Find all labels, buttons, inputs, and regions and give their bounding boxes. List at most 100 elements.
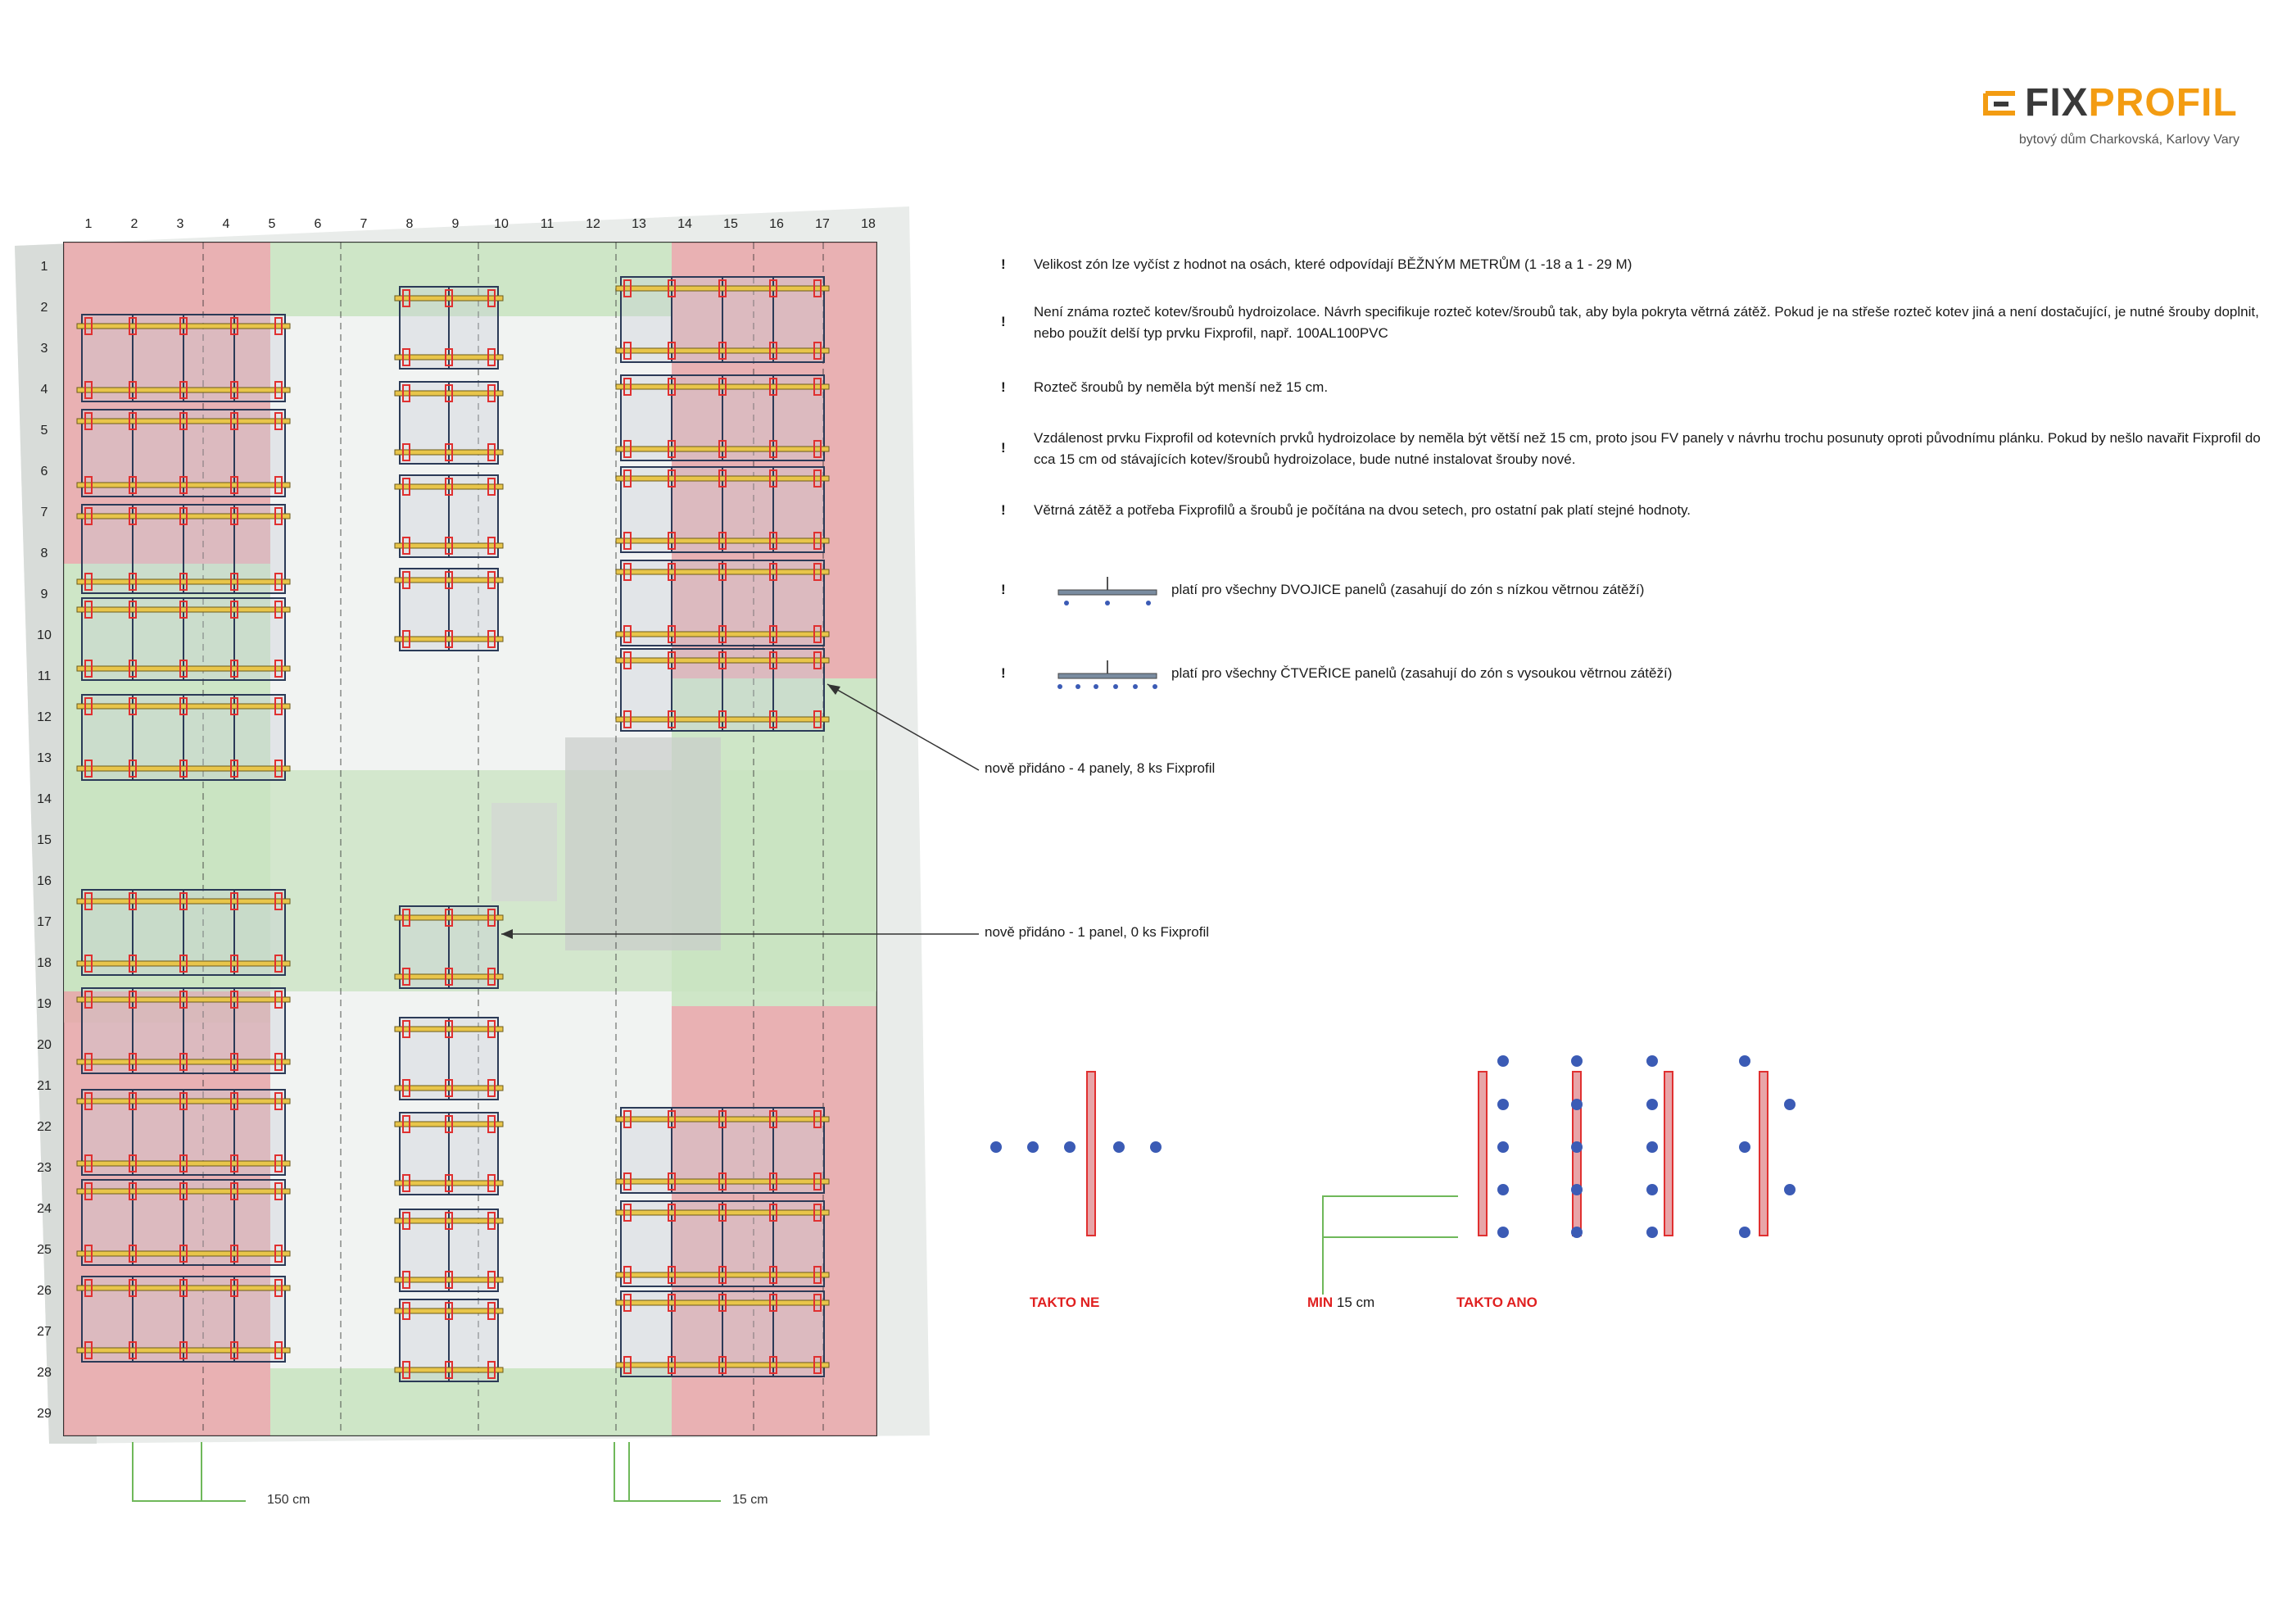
logo-text-profil: PROFIL [2088, 81, 2238, 125]
anchor-marker [274, 1279, 283, 1297]
anchor-marker [487, 537, 496, 555]
anchor-marker [402, 1302, 410, 1320]
panel-array [76, 597, 291, 681]
anchor-marker [129, 476, 137, 494]
fixprofil-rail [76, 765, 291, 772]
warning-mark: ! [1001, 314, 1006, 329]
anchor-marker [402, 537, 410, 555]
anchor-marker [487, 968, 496, 986]
anchor-marker [230, 955, 238, 973]
anchor-marker [402, 1115, 410, 1133]
screw-dot [1064, 1141, 1076, 1153]
solar-panel [183, 409, 235, 497]
anchor-marker [668, 440, 676, 458]
panel-array [615, 648, 830, 732]
anchor-marker [445, 1271, 453, 1289]
anchor-marker [718, 378, 727, 396]
anchor-marker [84, 507, 93, 525]
fixprofil-element [1759, 1071, 1768, 1236]
anchor-marker [623, 563, 632, 581]
row-label: 24 [37, 1202, 52, 1216]
fixprofil-rail [76, 513, 291, 519]
fixprofil-rail [394, 542, 504, 549]
anchor-marker [402, 1174, 410, 1192]
fixprofil-rail [615, 1178, 830, 1185]
anchor-marker [129, 317, 137, 335]
anchor-marker [402, 1212, 410, 1230]
anchor-marker [402, 443, 410, 461]
screw-dot [1497, 1141, 1509, 1153]
solar-panel [233, 409, 286, 497]
panel-array [76, 1089, 291, 1176]
panel-array [615, 276, 830, 363]
anchor-marker [445, 1361, 453, 1379]
anchor-marker [487, 1361, 496, 1379]
panel-array [394, 286, 504, 370]
warning-mark: ! [1001, 582, 1006, 597]
label-right: TAKTO ANO [1456, 1295, 1537, 1310]
anchor-marker [84, 601, 93, 619]
note-text: Vzdálenost prvku Fixprofil od kotevních … [1034, 430, 2261, 467]
roof-structure [565, 737, 721, 950]
column-label: 18 [861, 217, 876, 231]
anchor-marker [623, 440, 632, 458]
anchor-marker [274, 1053, 283, 1071]
anchor-marker [623, 1294, 632, 1312]
anchor-marker [718, 1356, 727, 1374]
anchor-marker [274, 476, 283, 494]
anchor-marker [445, 1079, 453, 1097]
anchor-marker [230, 892, 238, 910]
row-label: 4 [41, 383, 48, 397]
anchor-marker [769, 1110, 777, 1128]
anchor-marker [813, 1266, 822, 1284]
anchor-marker [179, 660, 188, 678]
fixprofil-rail [76, 482, 291, 488]
anchor-marker [274, 507, 283, 525]
anchor-marker [668, 342, 676, 360]
warning-mark: ! [1001, 502, 1006, 518]
fixprofil-rail [615, 1116, 830, 1122]
fixprofil-rail [394, 1308, 504, 1314]
anchor-marker [84, 760, 93, 778]
anchor-marker [230, 1053, 238, 1071]
warning-mark: ! [1001, 379, 1006, 395]
anchor-marker [179, 760, 188, 778]
row-label: 27 [37, 1325, 52, 1339]
anchor-marker [718, 279, 727, 297]
panel-array [394, 381, 504, 465]
column-label: 7 [360, 217, 368, 231]
logo-text-fix: FIX [2025, 81, 2089, 125]
anchor-marker [230, 573, 238, 591]
anchor-marker [718, 469, 727, 488]
anchor-marker [718, 440, 727, 458]
anchor-marker [274, 892, 283, 910]
anchor-marker [813, 563, 822, 581]
row-label: 12 [37, 710, 52, 724]
anchor-marker [129, 697, 137, 715]
column-label: 17 [815, 217, 830, 231]
anchor-marker [179, 1341, 188, 1359]
column-label: 8 [406, 217, 414, 231]
fixprofil-rail [615, 347, 830, 354]
anchor-marker [129, 1154, 137, 1172]
anchor-marker [230, 601, 238, 619]
anchor-marker [718, 651, 727, 669]
anchor-marker [445, 1020, 453, 1038]
fixprofil-2-screws-icon [1057, 577, 1157, 605]
anchor-marker [445, 443, 453, 461]
anchor-marker [487, 348, 496, 366]
legend-pairs: ! platí pro všechny DVOJICE panelů (zasa… [999, 575, 1982, 608]
anchor-marker [445, 384, 453, 402]
fixprofil-rail [394, 449, 504, 456]
fixprofil-rail [615, 631, 830, 637]
fixprofil-rail [615, 569, 830, 575]
project-name: bytový dům Charkovská, Karlovy Vary [2018, 133, 2239, 147]
anchor-marker [623, 469, 632, 488]
row-label: 1 [41, 260, 48, 274]
screw-dot [1784, 1184, 1796, 1195]
anchor-marker [402, 1020, 410, 1038]
anchor-marker [769, 1266, 777, 1284]
anchor-marker [445, 1302, 453, 1320]
anchor-marker [718, 342, 727, 360]
label-min-distance: MIN 15 cm [1307, 1295, 1374, 1311]
